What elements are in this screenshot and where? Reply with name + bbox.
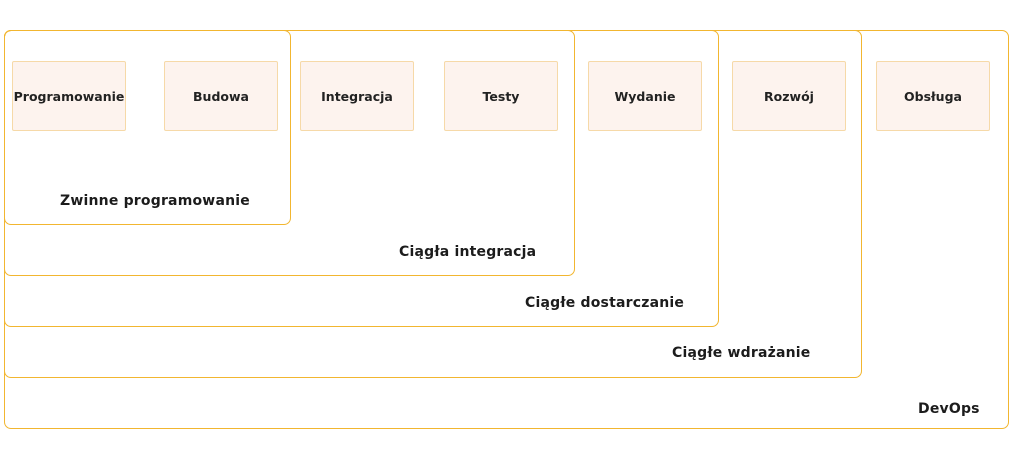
- stage-wydanie: Wydanie: [588, 61, 702, 131]
- stage-testy: Testy: [444, 61, 558, 131]
- continuous-deployment-label: Ciągłe wdrażanie: [672, 345, 811, 361]
- stage-rozwoj: Rozwój: [732, 61, 846, 131]
- devops-label: DevOps: [918, 401, 980, 417]
- stage-budowa: Budowa: [164, 61, 278, 131]
- agile-development-label: Zwinne programowanie: [60, 193, 250, 209]
- stage-programowanie: Programowanie: [12, 61, 126, 131]
- continuous-delivery-label: Ciągłe dostarczanie: [525, 295, 685, 311]
- agile-development-frame: [4, 30, 291, 225]
- stage-integracja: Integracja: [300, 61, 414, 131]
- stage-obsluga: Obsługa: [876, 61, 990, 131]
- continuous-integration-label: Ciągła integracja: [399, 244, 537, 260]
